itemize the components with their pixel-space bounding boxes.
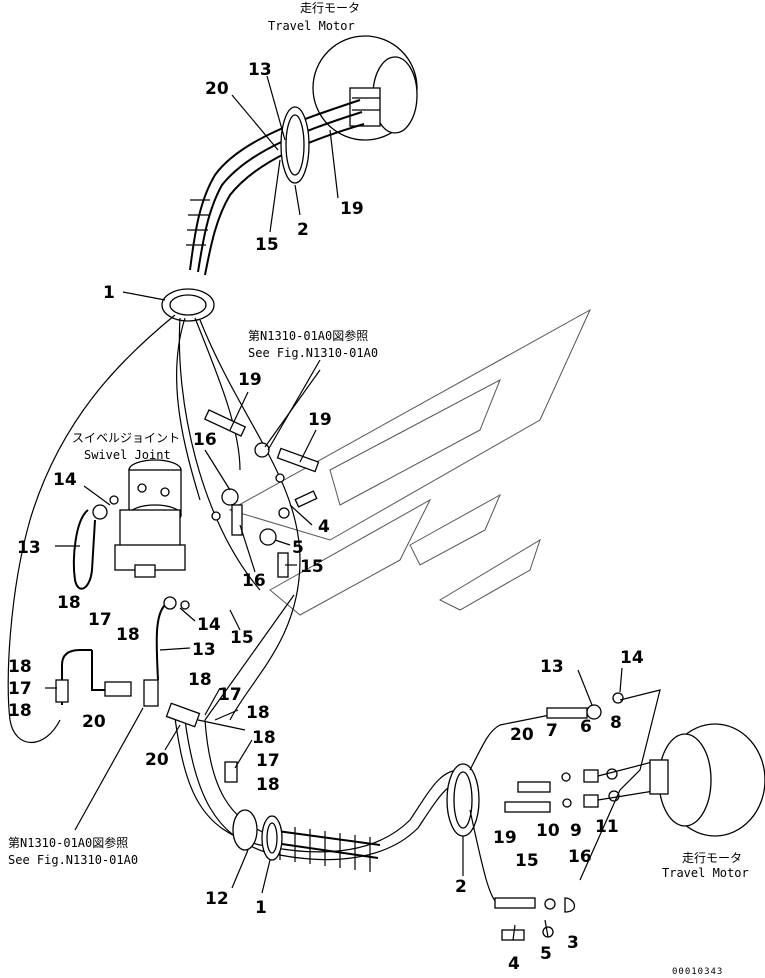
callout-1: 1 [255,898,267,918]
callout-13: 13 [248,60,272,80]
callout-20: 20 [205,79,229,99]
callout-2: 2 [297,220,309,240]
callout-20: 20 [82,712,106,732]
callout-17: 17 [256,751,280,771]
callout-19: 19 [308,410,332,430]
swivel-fittings [72,409,320,707]
callout-18: 18 [246,703,270,723]
callout-12: 12 [205,889,229,909]
callout-19: 19 [238,370,262,390]
swivel-joint-jp: スイベルジョイント [72,431,180,445]
callout-5: 5 [540,944,552,964]
callout-9: 9 [570,821,582,841]
callout-18: 18 [252,728,276,748]
callout-3: 3 [567,933,579,953]
lower-hose-bundle [165,702,469,872]
callout-19: 19 [340,199,364,219]
clamp-1-upper [161,288,215,322]
ref-upper-en: See Fig.N1310-01A0 [248,346,378,360]
callout-14: 14 [620,648,644,668]
callout-18: 18 [116,625,140,645]
leader-lines [55,75,623,941]
callout-15: 15 [515,851,539,871]
ref-upper-jp: 第N1310-01A0図参照 [248,328,368,343]
callout-18: 18 [8,701,32,721]
ref-lower-jp: 第N1310-01A0図参照 [8,835,128,850]
callout-8: 8 [610,713,622,733]
callout-14: 14 [53,470,77,490]
document-number: 00010343 [672,967,723,977]
travel-motor-bottom [649,723,765,837]
callout-13: 13 [192,640,216,660]
callout-16: 16 [568,847,592,867]
callout-15: 15 [255,235,279,255]
callout-4: 4 [508,954,520,974]
travel-motor-bottom-en: Travel Motor [662,866,749,880]
long-hose-run [7,314,301,744]
callout-13: 13 [540,657,564,677]
callout-20: 20 [510,725,534,745]
travel-motor-bottom-jp: 走行モータ [682,851,742,865]
travel-motor-top [312,35,418,141]
callout-4: 4 [318,517,330,537]
travel-motor-top-en: Travel Motor [268,19,355,33]
callout-16: 16 [242,571,266,591]
callout-18: 18 [8,657,32,677]
callout-11: 11 [595,817,619,837]
callout-18: 18 [57,593,81,613]
callout-5: 5 [292,538,304,558]
callout-1: 1 [103,283,115,303]
swivel-joint [114,459,186,578]
upper-hose-bundle [186,99,365,276]
callout-15: 15 [230,628,254,648]
callout-15: 15 [300,557,324,577]
callout-18: 18 [188,670,212,690]
callout-16: 16 [193,430,217,450]
callout-10: 10 [536,821,560,841]
callout-17: 17 [218,685,242,705]
callout-14: 14 [197,615,221,635]
callout-17: 17 [88,610,112,630]
callout-20: 20 [145,750,169,770]
ref-lower-en: See Fig.N1310-01A0 [8,853,138,867]
lower-clamps [232,763,480,861]
callout-7: 7 [546,721,558,741]
callout-17: 17 [8,679,32,699]
left-hose-group [45,649,132,705]
callout-13: 13 [17,538,41,558]
callout-18: 18 [256,775,280,795]
callout-6: 6 [580,717,592,737]
right-fittings [469,689,661,941]
swivel-joint-en: Swivel Joint [84,448,171,462]
callout-2: 2 [455,877,467,897]
travel-motor-top-jp: 走行モータ [300,1,360,15]
callout-19: 19 [493,828,517,848]
